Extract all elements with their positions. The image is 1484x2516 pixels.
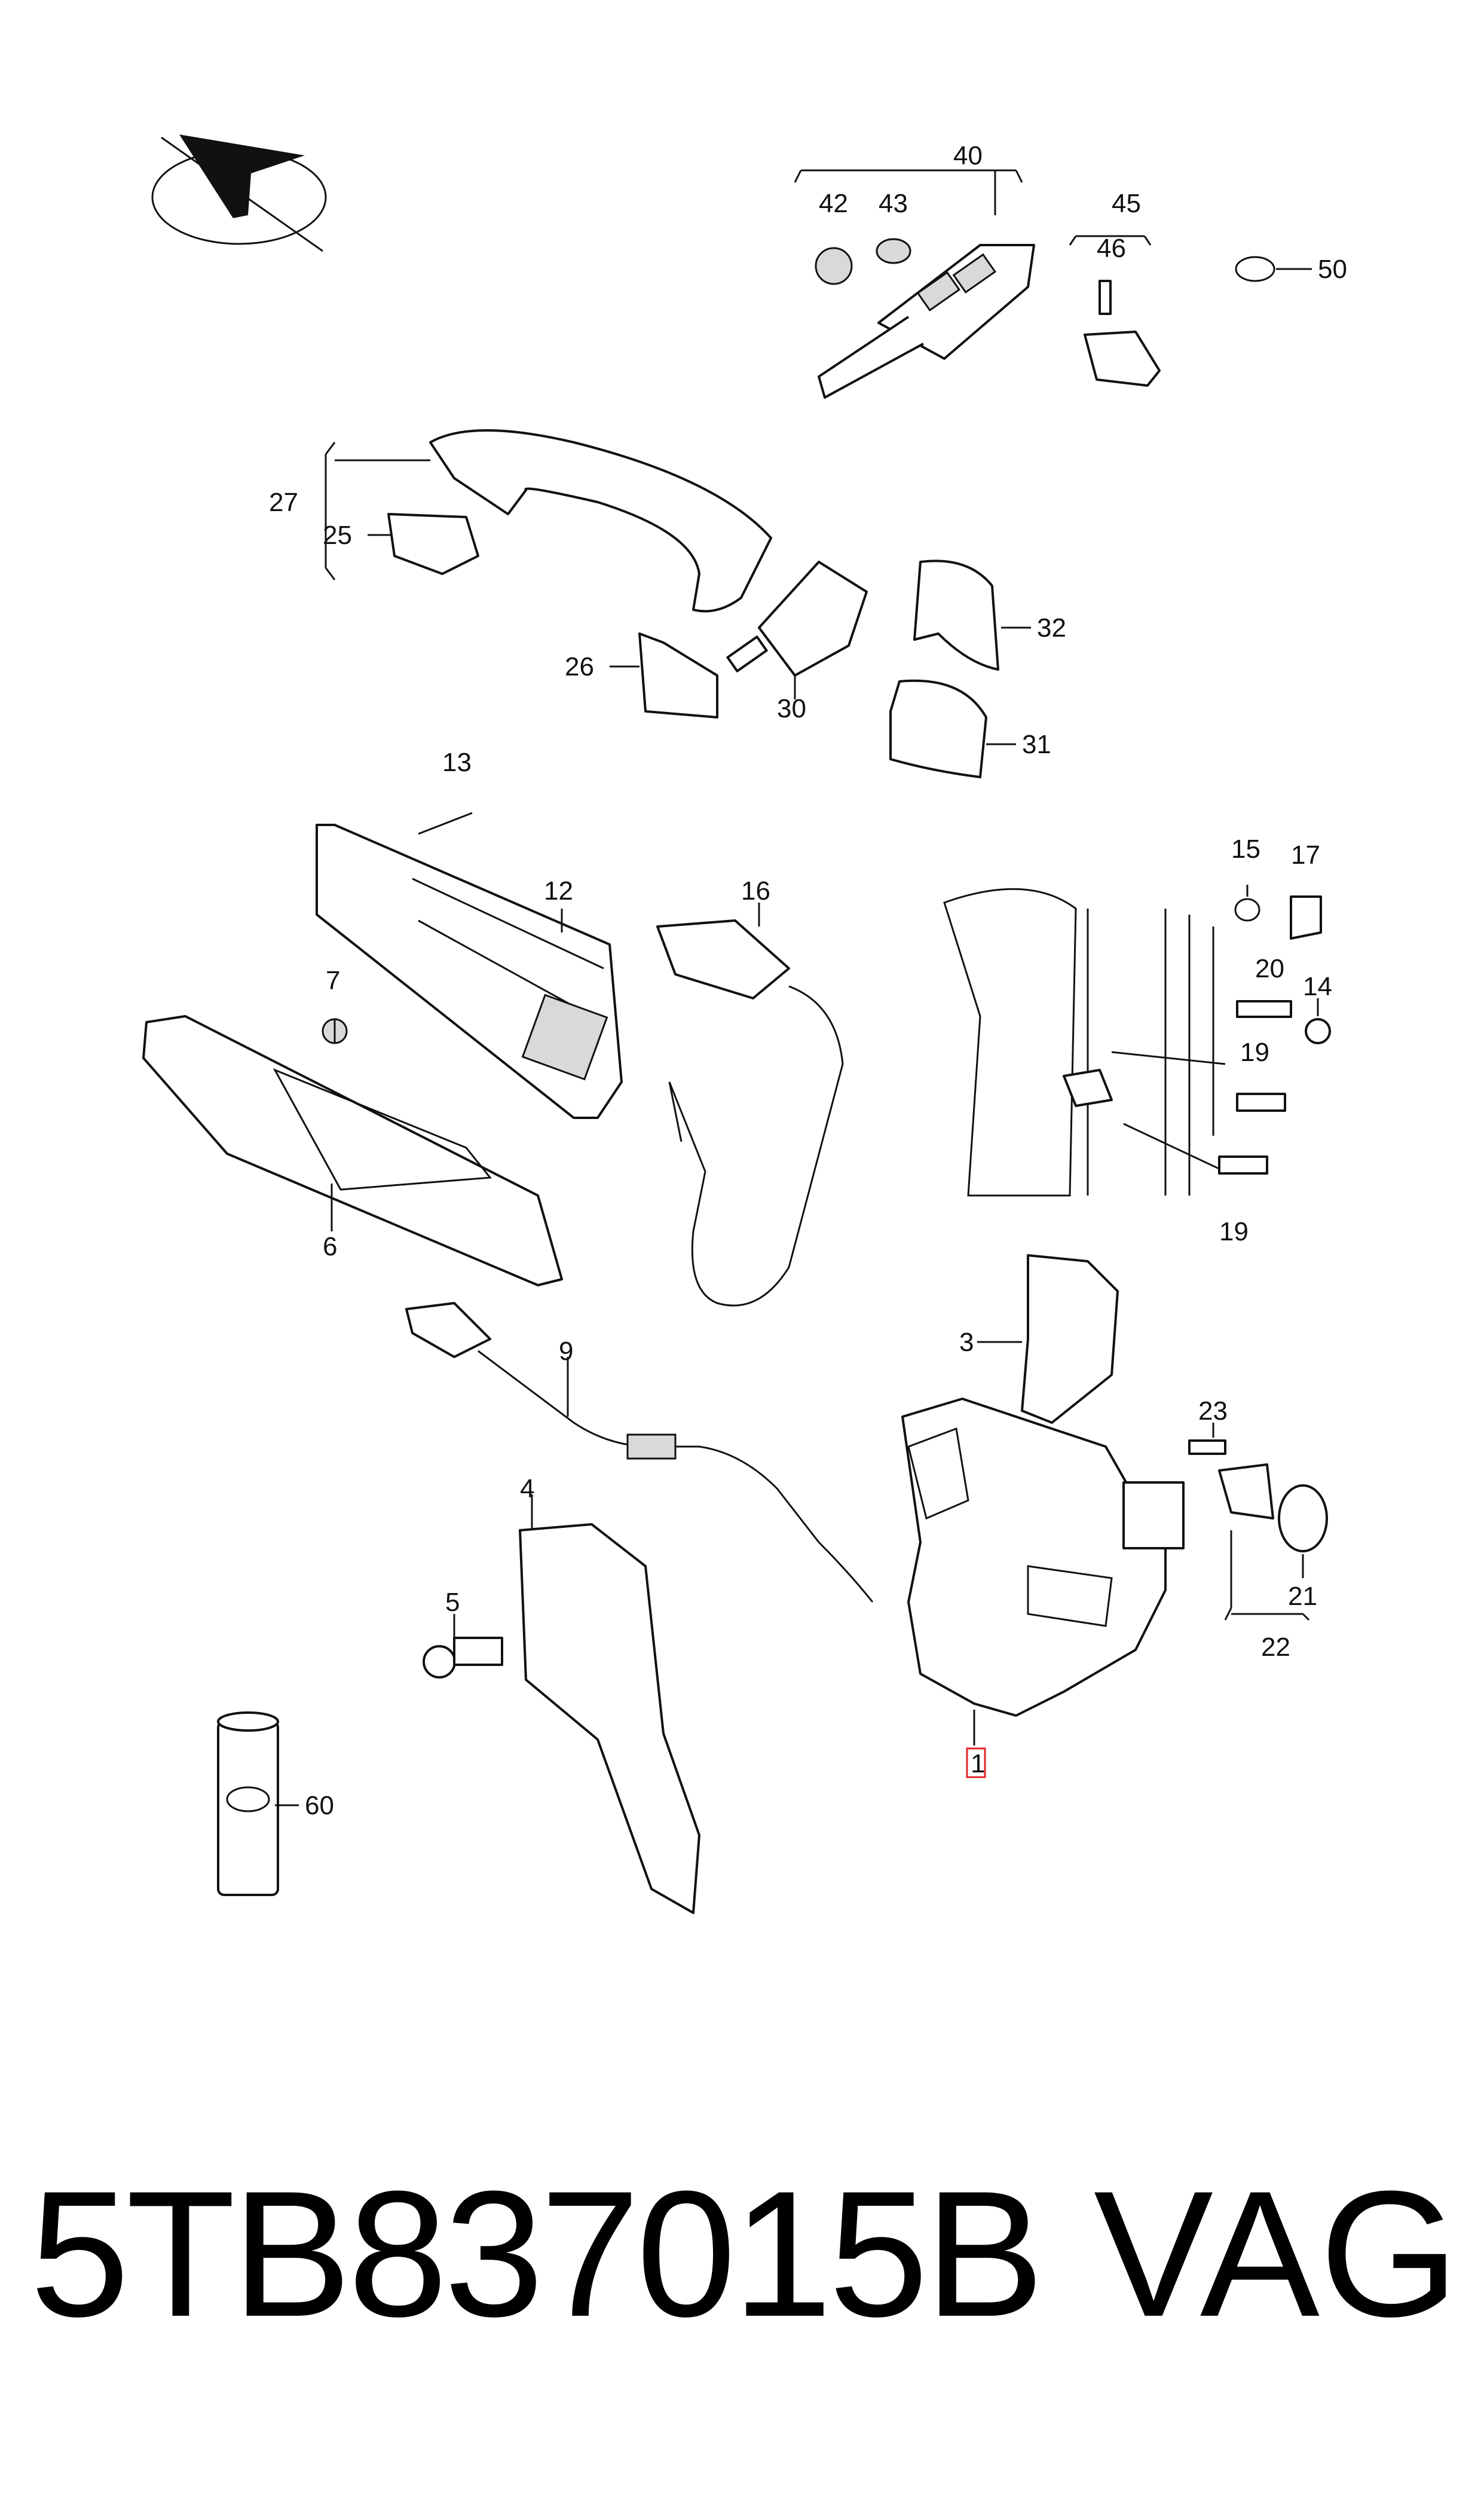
callout-45: 45 [1112,189,1141,218]
callout-31: 31 [1022,730,1051,759]
handle-carrier-bracket [316,812,623,1119]
callout-43: 43 [879,189,908,218]
callout-16: 16 [741,876,770,906]
inner-handle-trim [142,1015,563,1286]
callout-4: 4 [520,1474,534,1503]
callout-1: 1 [971,1749,985,1778]
callout-19-lower: 19 [1219,1217,1249,1246]
release-cable-16 [656,903,844,1307]
callout-7: 7 [326,966,340,995]
grease-tube [217,1711,299,1896]
callout-30: 30 [777,694,806,723]
brand-caption: VAG [1094,2153,1459,2354]
orientation-emblem [151,134,327,252]
callout-5: 5 [445,1588,460,1617]
callout-20: 20 [1255,954,1284,983]
callout-15: 15 [1231,834,1260,864]
callout-12: 12 [544,876,573,906]
callout-60: 60 [305,1791,334,1820]
cover-caps [889,560,1031,778]
callout-23: 23 [1198,1396,1228,1426]
callout-17: 17 [1291,840,1320,870]
lock-cover [519,1494,700,1914]
push-clip [423,1614,503,1679]
part-number-caption: 5TB837015B [30,2153,1044,2354]
callout-22: 22 [1261,1633,1290,1662]
callout-19-upper: 19 [1240,1038,1269,1067]
highlight-box [966,1747,986,1778]
key-fob-assembly [794,169,1312,399]
callout-3: 3 [959,1328,974,1357]
callout-26: 26 [565,652,594,681]
fasteners-right [1218,885,1331,1175]
handle-gasket [610,632,718,719]
callout-14: 14 [1303,972,1332,1001]
door-frame-section [943,888,1226,1197]
callout-50: 50 [1318,255,1347,284]
callout-40: 40 [953,141,983,170]
callout-13: 13 [442,748,472,777]
callout-46: 46 [1097,234,1126,263]
door-lock-unit [901,1398,1185,1745]
callout-21: 21 [1288,1582,1317,1611]
striker-plate [1188,1423,1328,1621]
callout-27: 27 [269,488,298,517]
outer-door-handle [325,429,772,613]
lock-cylinder [726,561,868,699]
callout-42: 42 [819,189,848,218]
callout-32: 32 [1037,613,1066,643]
callout-25: 25 [323,521,352,550]
cable-bracket [977,1254,1119,1424]
callout-9: 9 [559,1337,573,1366]
release-cable-9 [405,1302,874,1603]
callout-6: 6 [323,1232,337,1261]
